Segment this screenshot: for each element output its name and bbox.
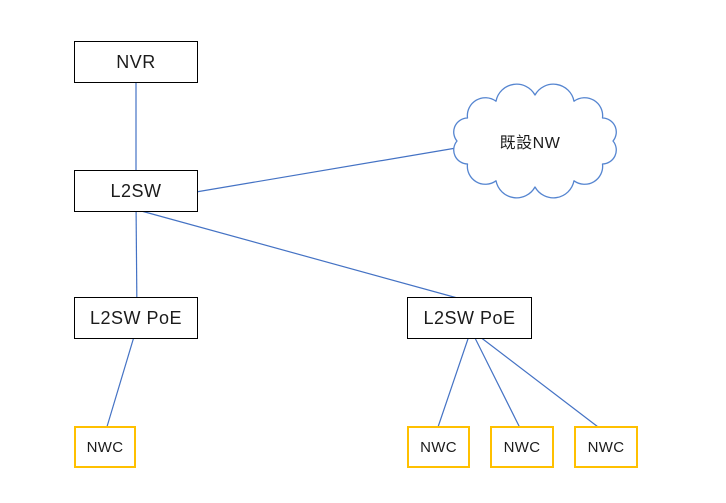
node-l2sw-label: L2SW (110, 180, 162, 201)
existing-network-label: 既設NW (499, 135, 561, 152)
node-l2sw-poe-right-label: L2SW PoE (423, 307, 516, 328)
node-nwc-1: NWC (74, 426, 136, 468)
node-l2sw-poe-left-label: L2SW PoE (89, 307, 183, 328)
node-nwc-2: NWC (407, 426, 470, 468)
node-l2sw-poe-left: L2SW PoE (74, 297, 198, 339)
node-nvr-label: NVR (116, 51, 156, 72)
edge-poeright-nwc3 (470, 329, 522, 431)
node-nwc-1-label: NWC (86, 438, 124, 456)
node-nwc-4: NWC (574, 426, 638, 468)
edge-l2sw-cloud (189, 145, 469, 194)
node-nwc-4-label: NWC (587, 438, 625, 456)
node-l2sw: L2SW (74, 170, 198, 212)
node-nwc-3: NWC (490, 426, 554, 468)
node-l2sw-poe-right: L2SW PoE (407, 297, 532, 339)
edge-poeright-nwc2 (436, 329, 472, 431)
node-nvr: NVR (74, 41, 198, 83)
edge-poeleft-nwc1 (105, 329, 137, 431)
edge-l2sw-poe-right (133, 208, 473, 303)
existing-network-cloud (453, 83, 617, 199)
node-nwc-3-label: NWC (503, 438, 541, 456)
edge-poeright-nwc4 (470, 329, 603, 431)
node-nwc-2-label: NWC (420, 438, 457, 456)
